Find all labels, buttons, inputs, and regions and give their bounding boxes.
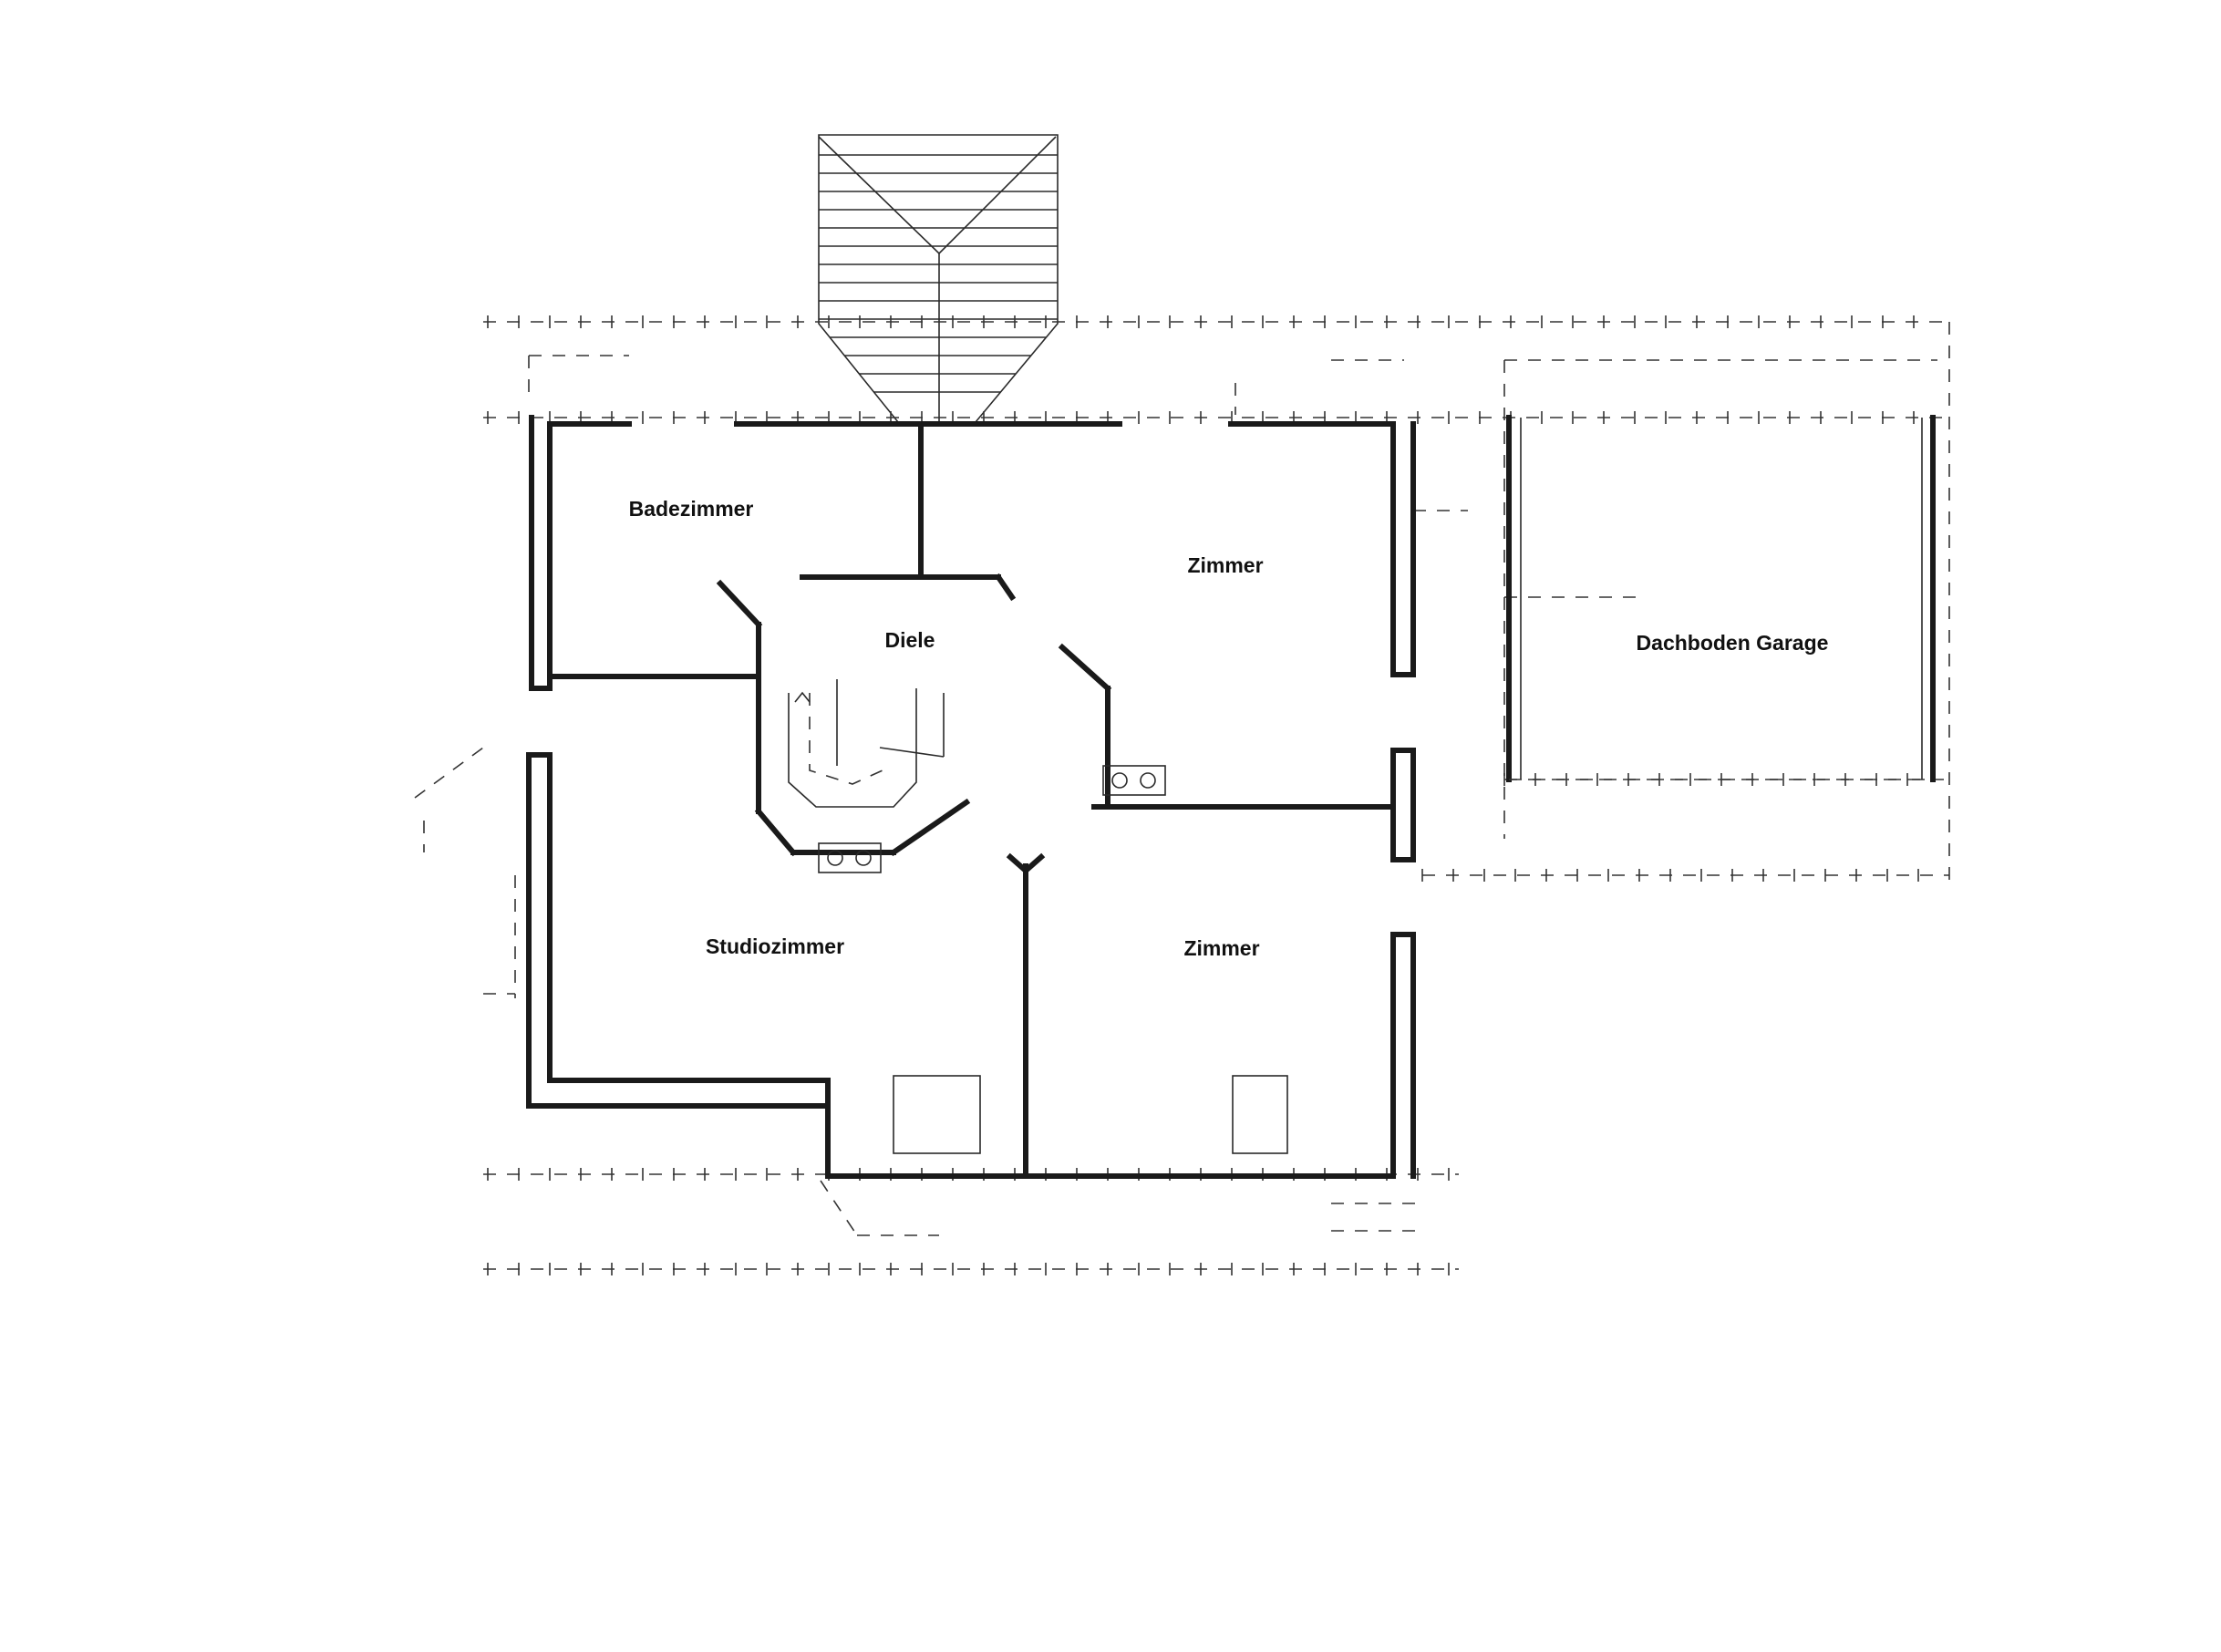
room-label-dachboden-garage: Dachboden Garage bbox=[1637, 631, 1829, 655]
roof-window-icon bbox=[893, 1075, 981, 1154]
roof-window-icon bbox=[1232, 1075, 1288, 1154]
garage-walls bbox=[1506, 415, 1936, 782]
outline-guides bbox=[414, 315, 1950, 1275]
room-label-diele: Diele bbox=[885, 628, 935, 652]
walls bbox=[526, 415, 1416, 1179]
dormer-roof bbox=[818, 134, 1059, 423]
room-label-zimmer-north: Zimmer bbox=[1187, 553, 1263, 577]
room-label-zimmer-south: Zimmer bbox=[1183, 936, 1259, 960]
chimney-icon bbox=[1102, 765, 1166, 796]
staircase-icon bbox=[788, 679, 945, 808]
room-label-studiozimmer: Studiozimmer bbox=[706, 934, 844, 958]
chimney-icon bbox=[818, 842, 882, 873]
room-label-badezimmer: Badezimmer bbox=[629, 497, 754, 521]
